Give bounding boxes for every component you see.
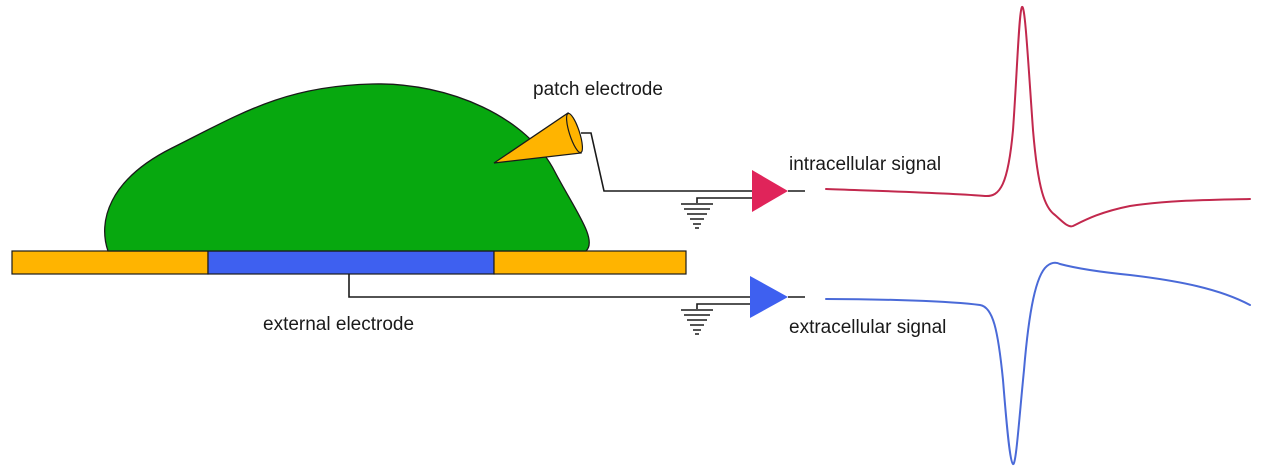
- substrate-right: [493, 250, 687, 275]
- ground-symbol-intracellular: [681, 203, 713, 229]
- extracellular-ground-wire: [696, 303, 752, 309]
- external-electrode-label: external electrode: [263, 314, 414, 335]
- intracellular-ground-wire: [696, 197, 754, 203]
- external-electrode-wire: [348, 274, 752, 298]
- cell: [104, 83, 590, 252]
- substrate: [11, 250, 687, 275]
- intracellular-amplifier: [752, 170, 788, 212]
- extracellular-signal-trace: [825, 261, 1251, 466]
- ground-symbol-extracellular: [681, 309, 713, 335]
- patch-electrode-rim: [565, 112, 584, 154]
- intracellular-signal-label: intracellular signal: [789, 154, 941, 175]
- intracellular-signal-trace: [825, 5, 1251, 228]
- external-electrode-pad: [207, 250, 495, 275]
- patch-wire: [581, 132, 754, 192]
- patch-electrode-label: patch electrode: [533, 79, 663, 100]
- extracellular-amplifier: [750, 276, 788, 318]
- substrate-left: [11, 250, 209, 275]
- extracellular-signal-label: extracellular signal: [789, 317, 946, 338]
